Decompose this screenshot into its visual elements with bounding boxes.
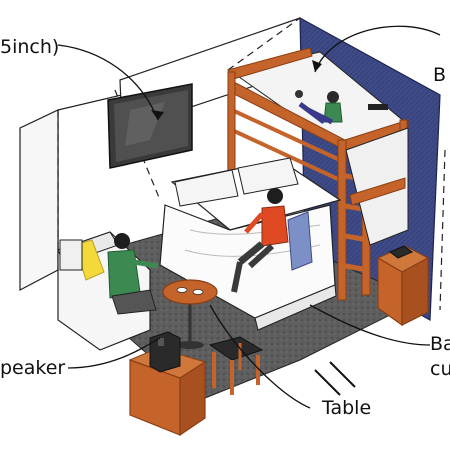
bunk-bed <box>227 47 409 301</box>
coat-on-bed <box>287 211 313 271</box>
curtain-callout-line <box>309 304 431 346</box>
table-callout-line <box>209 304 311 409</box>
label-bath: Ba <box>430 333 450 355</box>
speaker-device <box>149 331 181 373</box>
label-curtain: cu <box>430 358 450 380</box>
left-wall <box>19 109 59 291</box>
dimension-marker <box>314 361 356 396</box>
label-tv: 5inch) <box>0 36 60 58</box>
tv-callout-line <box>57 44 159 121</box>
desk-phone <box>389 245 413 259</box>
label-table: Table <box>322 397 372 419</box>
label-bunk-bed: B <box>433 64 447 86</box>
person-upper-bunk <box>295 90 343 125</box>
callout-lines <box>57 25 441 409</box>
callout-arrows <box>151 60 322 120</box>
label-speaker: peaker <box>0 357 66 379</box>
bunk-callout-line <box>314 25 441 73</box>
speaker-callout-line <box>67 337 161 369</box>
bedside-desk <box>376 245 430 327</box>
person-on-sofa <box>107 233 159 315</box>
round-table <box>162 279 218 349</box>
person-on-bed <box>231 188 289 293</box>
